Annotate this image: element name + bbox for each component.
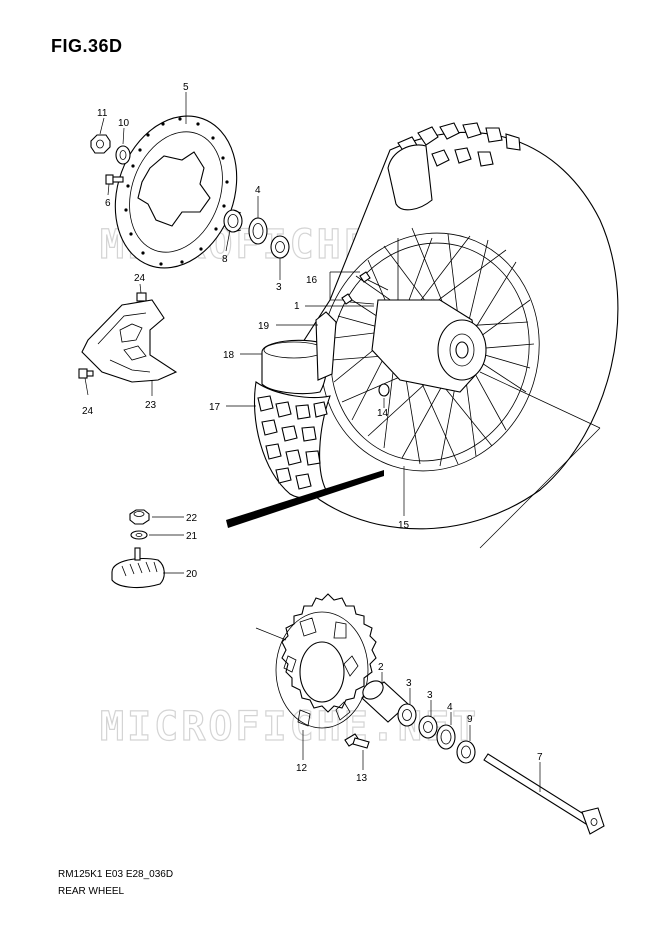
callout-19: 19	[258, 321, 270, 332]
callout-9: 9	[467, 714, 473, 725]
rear-sprocket	[275, 593, 377, 729]
rear-axle	[483, 753, 605, 835]
callout-8: 8	[222, 254, 228, 265]
bearing-right-2	[418, 715, 438, 739]
callout-12: 12	[296, 763, 308, 774]
callout-6: 6	[105, 198, 111, 209]
callout-7: 7	[537, 752, 543, 763]
bearing-right-1	[397, 703, 417, 727]
figure-title: FIG.36D	[51, 36, 123, 56]
callout-labels: 1 2 3 3 3 4 4 5 6 7 8 9 10 11 12 13 14 1…	[82, 82, 543, 784]
callout-4-upper: 4	[255, 185, 261, 196]
axle-spacer	[456, 740, 476, 764]
rim-lock-screws	[341, 271, 389, 305]
rim-band	[315, 311, 337, 381]
callout-16: 16	[306, 275, 318, 286]
rear-tyre	[253, 381, 331, 499]
leader-lines	[84, 92, 541, 792]
disc-cover-bolt-lower	[78, 368, 94, 379]
callout-3-right-a: 3	[406, 678, 412, 689]
brake-disc	[114, 115, 238, 269]
rear-wheel-assembly	[277, 122, 619, 549]
drive-chain-segment	[226, 470, 384, 528]
figure-code: RM125K1 E03 E28_036D	[58, 869, 174, 880]
disc-washer	[115, 145, 131, 165]
oil-seal-left	[248, 217, 268, 245]
callout-21: 21	[186, 531, 198, 542]
callout-15: 15	[398, 520, 410, 531]
callout-24-upper: 24	[134, 273, 146, 284]
oil-seal-right	[436, 724, 456, 750]
callout-3-right-b: 3	[427, 690, 433, 701]
hub-spacer-left	[223, 209, 243, 233]
disc-bolt	[105, 174, 124, 185]
callout-20: 20	[186, 569, 198, 580]
disc-cover	[81, 299, 178, 383]
callout-3-upper: 3	[276, 282, 282, 293]
callout-2: 2	[378, 662, 384, 673]
figure-caption: REAR WHEEL	[58, 886, 125, 897]
callout-4-right: 4	[447, 702, 453, 713]
rim-lock	[111, 547, 165, 589]
callout-22: 22	[186, 513, 198, 524]
callout-1: 1	[294, 301, 300, 312]
callout-24-lower: 24	[82, 406, 94, 417]
valve-washer	[130, 530, 148, 540]
callout-14: 14	[377, 408, 389, 419]
callout-17: 17	[209, 402, 221, 413]
bearing-left	[270, 235, 290, 259]
disc-nut	[90, 134, 111, 154]
callout-11: 11	[97, 108, 108, 119]
valve-nut	[129, 509, 150, 525]
callout-23: 23	[145, 400, 157, 411]
callout-10: 10	[118, 118, 130, 129]
callout-5: 5	[183, 82, 189, 93]
sprocket-bolt	[344, 733, 370, 749]
callout-18: 18	[223, 350, 235, 361]
callout-13: 13	[356, 773, 368, 784]
